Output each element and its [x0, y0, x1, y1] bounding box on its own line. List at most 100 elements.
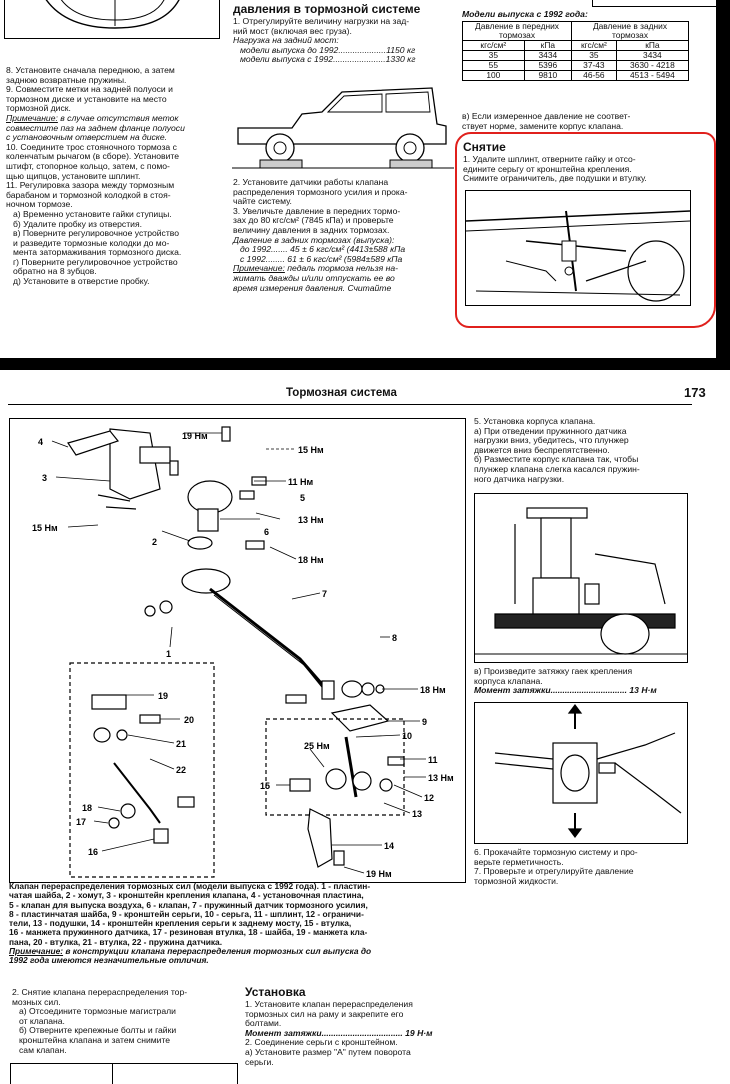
- table-cell: 4513 - 5494: [615, 70, 690, 81]
- header-rule: [8, 404, 692, 405]
- text-line: коленчатым рычагом (в сборе). Установите: [6, 151, 180, 162]
- valve-install-figure: [474, 493, 688, 663]
- text-line: Снимите ограничитель, две подушки и втул…: [463, 173, 647, 184]
- load-row: модели выпуска до 1992..................…: [240, 44, 416, 55]
- label-9: 9: [422, 717, 427, 727]
- label-10: 10: [402, 731, 412, 741]
- pressure-table-container: Давление в передних тормозах Давление в …: [462, 21, 690, 81]
- text-line: 1. Установите клапан перераспределения: [245, 999, 413, 1009]
- label-torque-19b: 19 Нм: [366, 869, 392, 879]
- page-number: 173: [684, 385, 706, 400]
- bottom-left-text: 2. Снятие клапана перераспределения тор-…: [12, 987, 238, 1055]
- label-12: 12: [424, 793, 434, 803]
- removal-text: 1. Удалите шплинт, отверните гайку и отс…: [463, 154, 689, 184]
- label-13: 13: [412, 809, 422, 819]
- text-line: заднюю возвратные пружины.: [6, 74, 127, 85]
- sub-item: сам клапан.: [19, 1044, 67, 1055]
- text-line: чайте систему.: [233, 196, 292, 207]
- table-cell: 9810: [523, 70, 573, 81]
- table-cell: 55: [462, 60, 525, 71]
- text-line: 2. Снятие клапана перераспределения тор-: [12, 987, 188, 997]
- label-17: 17: [76, 817, 86, 827]
- label-torque-15b: 15 Нм: [298, 445, 324, 455]
- right-torque-line: Момент затяжки..........................…: [474, 685, 657, 696]
- text-line: движется вниз беспрепятственно.: [474, 444, 610, 455]
- caption-line: тели, 13 - подушки, 14 - кронштейн крепл…: [9, 918, 352, 929]
- table-unit: кгс/см²: [462, 40, 525, 51]
- valve-shackle-illustration: [465, 210, 691, 302]
- text-line: ний мост (включая вес груза).: [233, 25, 352, 36]
- sub-item: б) Удалите пробку из отверстия.: [13, 218, 143, 229]
- caption-line: чатая шайба, 2 - хомут, 3 - кронштейн кр…: [9, 890, 364, 901]
- table-unit: кПа: [615, 40, 690, 51]
- table-cell: 5396: [523, 60, 573, 71]
- text-line: тормозной жидкости.: [474, 875, 559, 886]
- valve-nut-torque-illustration: [494, 704, 682, 838]
- label-16: 16: [88, 847, 98, 857]
- text-line: 10. Соедините трос стояночного тормоза с: [6, 141, 177, 152]
- table-unit: кгс/см²: [571, 40, 617, 51]
- text-line: в) Произведите затяжку гаек крепления: [474, 666, 633, 676]
- bottom-figure-mid: [112, 1063, 233, 1084]
- label-19: 19: [158, 691, 168, 701]
- right-text-top: 5. Установка корпуса клапана.а) При отве…: [474, 416, 694, 484]
- col2-heading: давления в тормозной системе: [233, 2, 421, 16]
- table-cell: 3434: [523, 50, 573, 61]
- caption-line: 16 - манжета пружинного датчика, 17 - ре…: [9, 927, 368, 938]
- text-line: а) Установите размер "А" путем поворота: [245, 1046, 411, 1057]
- label-8: 8: [392, 633, 397, 643]
- sub-item: б) Отверните крепежные болты и гайки: [19, 1025, 177, 1036]
- highlight-outline: [455, 132, 716, 328]
- pressure-row: с 1992........ 61 ± 6 кгс/см² (5984±589 …: [240, 253, 403, 264]
- label-1: 1: [166, 649, 171, 659]
- col3-text: в) Если измеренное давление не соответ-с…: [462, 111, 688, 131]
- label-7: 7: [322, 589, 327, 599]
- table-caption: Модели выпуска с 1992 года:: [462, 9, 588, 19]
- text-line: б) Разместите корпус клапана так, чтобы: [474, 454, 639, 465]
- caption-line: Клапан перераспределения тормозных сил (…: [9, 881, 371, 891]
- label-torque-25: 25 Нм: [304, 741, 330, 751]
- pressure-row: до 1992....... 45 ± 6 кгс/см² (4413±588 …: [240, 244, 406, 255]
- pressure-table: Давление в передних тормозах Давление в …: [462, 21, 690, 81]
- text-line: верьте герметичность.: [474, 856, 564, 867]
- car-figure: [232, 74, 454, 170]
- label-4: 4: [38, 437, 43, 447]
- text-line: 9. Совместите метки на задней полуоси и: [6, 84, 173, 95]
- text-line: барабаном и тормозной колодкой в стоя-: [6, 189, 171, 200]
- text-line: плунжер клапана слегка касался пружин-: [474, 463, 640, 474]
- page-separator: [0, 358, 730, 370]
- load-row: модели выпуска с 1992...................…: [240, 54, 416, 65]
- text-line: тормозных сил на раму и закрепите его: [245, 1008, 404, 1019]
- text-line: 3. Увеличьте давление в передних тормо-: [233, 205, 401, 216]
- sub-item: д) Установите в отверстие пробку.: [13, 276, 150, 287]
- table-cell: 37-43: [571, 60, 617, 71]
- text-line: ночном тормозе.: [6, 199, 73, 210]
- label-20: 20: [184, 715, 194, 725]
- page-edge-bar: [716, 0, 730, 358]
- table-header-front: Давление в передних тормозах: [462, 21, 572, 41]
- text-line: 1. Отрегулируйте величину нагрузки на за…: [233, 16, 410, 26]
- text-line: а) При отведении пружинного датчика: [474, 425, 627, 436]
- sub-item: а) Временно установите гайки ступицы.: [13, 208, 172, 219]
- label-22: 22: [176, 765, 186, 775]
- text-line: тормозной диск.: [6, 103, 71, 114]
- text-line: величину давления в задних тормозах.: [233, 224, 390, 235]
- text-line: зах до 80 кгс/см² (7845 кПа) и проверьте: [233, 215, 394, 226]
- label-torque-11: 11 Нм: [288, 477, 314, 487]
- text-line: едините серьгу от кронштейна крепления.: [463, 163, 632, 174]
- text-line: 2. Соединение серьги с кронштейном.: [245, 1037, 398, 1048]
- text-line: мозных сил.: [12, 996, 61, 1007]
- text-line: в) Если измеренное давление не соответ-: [462, 111, 631, 121]
- removal-figure: [465, 190, 691, 306]
- text-line: 7. Проверьте и отрегулируйте давление: [474, 866, 634, 877]
- label-14: 14: [384, 841, 394, 851]
- text-line: 5. Установка корпуса клапана.: [474, 416, 596, 426]
- table-cell: 35: [462, 50, 525, 61]
- col2-note-label: Примечание:: [233, 263, 285, 274]
- label-torque-19a: 19 Нм: [182, 431, 208, 441]
